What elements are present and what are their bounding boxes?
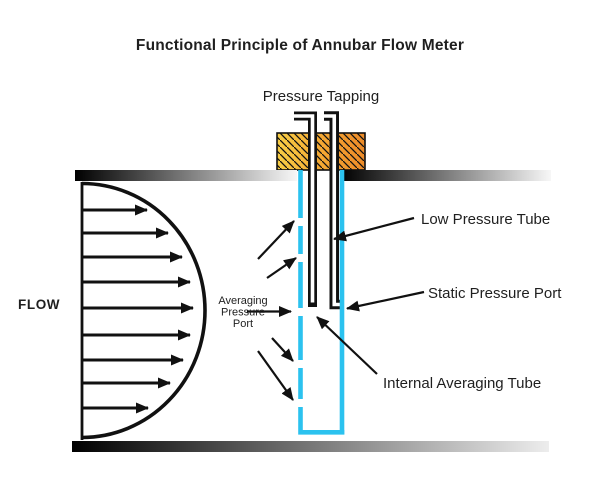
pipe-wall-bottom: [72, 441, 549, 452]
internal-averaging-tube-label: Internal Averaging Tube: [383, 375, 541, 392]
annubar-probe: [298, 170, 345, 435]
static-pressure-port-label: Static Pressure Port: [428, 285, 562, 302]
flow-label: FLOW: [18, 297, 60, 312]
pipe-wall-top-right: [341, 170, 551, 181]
static-pressure-port-arrow: [346, 290, 425, 312]
averaging-port-arrows: [247, 220, 297, 401]
pipe-wall-top-left: [75, 170, 297, 181]
callout-arrows: [316, 216, 425, 375]
low-pressure-tube: [321, 111, 344, 310]
flow-velocity-profile: [80, 181, 207, 440]
svg-text:Port: Port: [233, 318, 253, 330]
low-pressure-tube-arrow: [333, 216, 415, 242]
diagram-title: Functional Principle of Annubar Flow Met…: [136, 37, 464, 54]
internal-averaging-tube: [291, 111, 317, 307]
pressure-tapping-label: Pressure Tapping: [263, 88, 379, 105]
averaging-pressure-port-label: Averaging Pressure Port: [218, 295, 267, 330]
internal-averaging-tube-arrow: [316, 316, 378, 375]
mounting-flange: [276, 132, 366, 171]
svg-text:Pressure: Pressure: [221, 307, 265, 319]
svg-text:Averaging: Averaging: [218, 295, 267, 307]
low-pressure-tube-label: Low Pressure Tube: [421, 211, 550, 228]
